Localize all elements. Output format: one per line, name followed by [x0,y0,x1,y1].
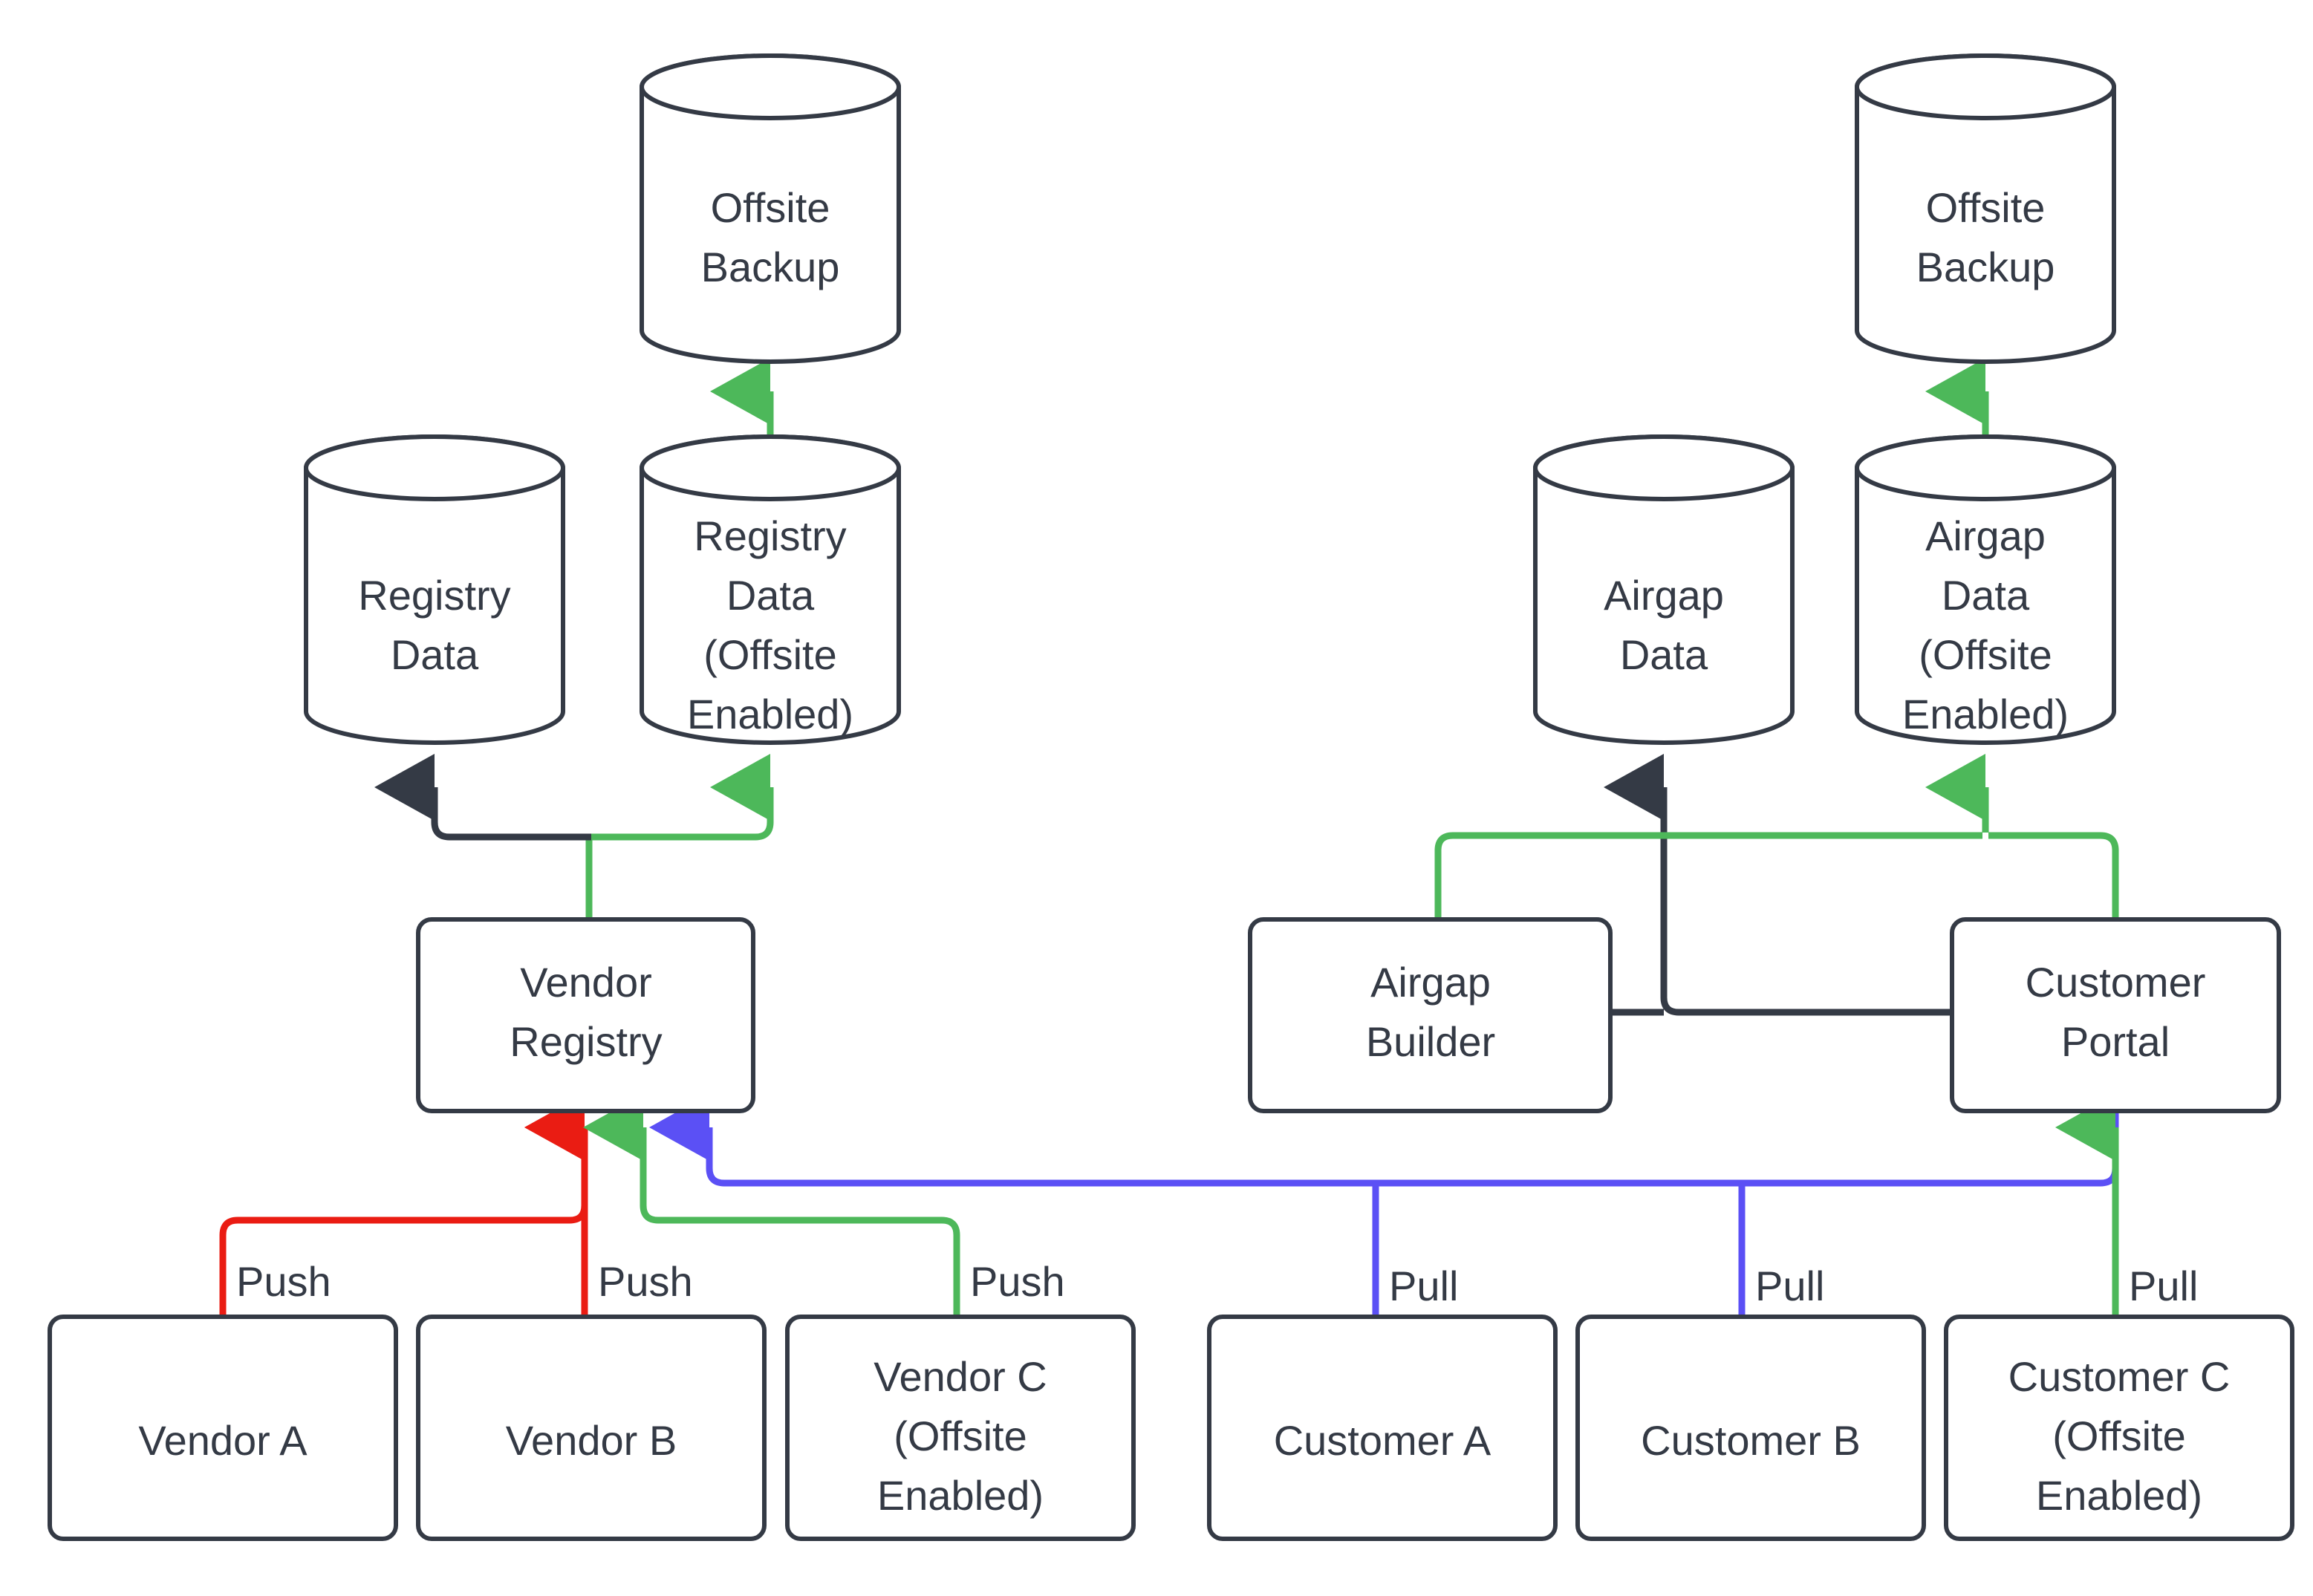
node-box [416,917,755,1113]
node-customer-c[interactable]: Customer C (Offsite Enabled) [1944,1315,2294,1541]
node-label-line2: Portal [2061,1018,2170,1065]
node-label-line1: Customer C [2008,1353,2231,1400]
node-customer-a[interactable]: Customer A [1207,1315,1558,1541]
node-label-line1: Customer A [1274,1417,1491,1464]
node-label-line2: (Offsite [2052,1413,2185,1459]
node-registry-data-offsite[interactable]: Registry Data (Offsite Enabled) [639,434,902,745]
node-label-line1: Airgap [1370,959,1491,1006]
node-label-line4: Enabled) [687,691,853,737]
edge-label-push-b: Push [598,1258,693,1305]
node-label-line1: Airgap [1604,572,1724,619]
node-label-line3: (Offsite [703,631,836,678]
edge-label-pull-c: Pull [2129,1263,2198,1309]
cylinder-top-ellipse [639,434,902,501]
node-airgap-builder[interactable]: Airgap Builder [1248,917,1613,1113]
node-box [1207,1315,1558,1541]
node-label-line2: Data [726,572,815,619]
cylinder-top-ellipse [303,434,566,501]
node-vendor-registry[interactable]: Vendor Registry [416,917,755,1113]
edge-label-push-c: Push [970,1258,1065,1305]
node-vendor-c[interactable]: Vendor C (Offsite Enabled) [785,1315,1136,1541]
node-label-line2: Data [1942,572,2030,619]
node-label-line1: Vendor B [506,1417,677,1464]
node-label-line3: Enabled) [2036,1472,2202,1519]
node-label-line3: (Offsite [1919,631,2052,678]
node-offsite-backup-left[interactable]: Offsite Backup [639,53,902,364]
node-label-line1: Offsite [1926,184,2046,231]
cylinder-top-ellipse [1854,53,2117,120]
node-customer-portal[interactable]: Customer Portal [1950,917,2281,1113]
node-label-line3: Enabled) [877,1472,1044,1519]
node-box [416,1315,767,1541]
node-vendor-b[interactable]: Vendor B [416,1315,767,1541]
node-box [1950,917,2281,1113]
node-airgap-data-offsite[interactable]: Airgap Data (Offsite Enabled) [1854,434,2117,745]
edge-label-pull-b: Pull [1755,1263,1824,1309]
edge-label-pull-a: Pull [1389,1263,1458,1309]
node-registry-data[interactable]: Registry Data [303,434,566,745]
node-label-line2: Builder [1366,1018,1495,1065]
node-label-line1: Customer [2026,959,2206,1006]
edge-airgap-builder-to-airgap-data-offsite [1434,832,1982,919]
edge-customer-portal-to-airgap-data [1604,754,1952,1016]
node-airgap-data[interactable]: Airgap Data [1532,434,1795,745]
node-label-line1: Offsite [711,184,830,231]
edge-customer-portal-to-vendor-registry [649,1094,2119,1187]
edge-vendor-registry-to-registry-data-offsite [587,754,774,841]
node-label-line2: Data [1620,631,1708,678]
node-offsite-backup-right[interactable]: Offsite Backup [1854,53,2117,364]
node-label-line1: Registry [358,572,510,619]
cylinder-top-ellipse [1854,434,2117,501]
node-label-line2: (Offsite [894,1413,1027,1459]
edge-vendor-c-to-vendor-registry [583,1094,960,1317]
node-label-line2: Registry [510,1018,662,1065]
node-label-line4: Enabled) [1902,691,2069,737]
node-box [48,1315,398,1541]
node-label-line1: Vendor [520,959,652,1006]
node-label-line1: Airgap [1925,512,2046,559]
node-customer-b[interactable]: Customer B [1575,1315,1926,1541]
cylinder-top-ellipse [639,53,902,120]
cylinder-top-ellipse [1532,434,1795,501]
node-vendor-a[interactable]: Vendor A [48,1315,398,1541]
node-label-line2: Backup [701,244,840,290]
edge-vendor-registry-to-registry-data [374,754,591,841]
node-label-line1: Customer B [1641,1417,1861,1464]
node-label-line1: Registry [694,512,846,559]
node-label-line2: Backup [1916,244,2055,290]
node-box [1575,1315,1926,1541]
node-box [785,1315,1136,1541]
node-box [1248,917,1613,1113]
edge-customer-portal-to-airgap-data-offsite [1988,832,2119,919]
node-box [1944,1315,2294,1541]
node-label-line1: Vendor C [874,1353,1047,1400]
node-label-line2: Data [391,631,479,678]
edge-label-push-a: Push [236,1258,331,1305]
node-label-line1: Vendor A [138,1417,308,1464]
